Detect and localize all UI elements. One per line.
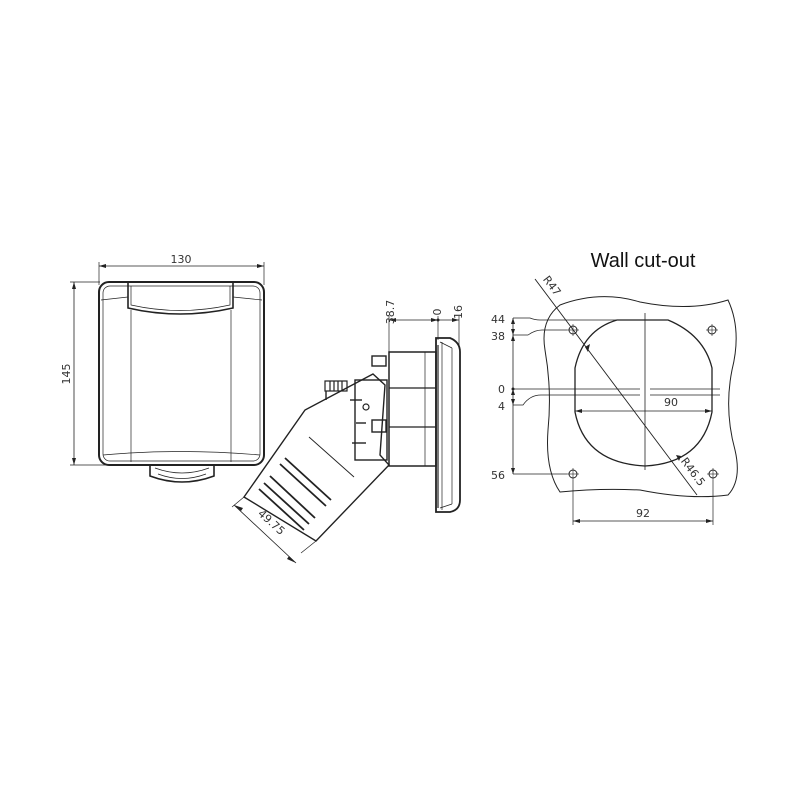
wall-cutout-title: Wall cut-out <box>591 250 696 272</box>
hole-spacing-label: 92 <box>636 507 650 520</box>
depth-label: 38.7 <box>384 300 397 325</box>
housing-block <box>350 351 437 467</box>
height-dimension: 145 <box>60 281 110 466</box>
y-label-44: 44 <box>491 313 505 326</box>
height-label: 145 <box>60 364 73 385</box>
y-label-0: 0 <box>498 383 505 396</box>
vertical-dimensions: 44 38 0 4 56 <box>491 313 617 482</box>
flange <box>435 337 461 513</box>
mounting-holes <box>567 324 719 480</box>
hole-spacing-dimension: 92 <box>572 480 714 525</box>
screw <box>324 380 348 400</box>
wall-cutout: Wall cut-out R47 R <box>491 250 738 525</box>
radius-outer-label: R47 <box>540 273 563 298</box>
socket-front-body <box>98 281 265 483</box>
zero-label: 0 <box>431 309 444 316</box>
width-dimension: 130 <box>98 253 265 285</box>
cutout-shape <box>574 319 713 467</box>
radius-inner-label: R46.5 <box>678 455 708 488</box>
front-view: 130 145 <box>60 253 265 483</box>
flange-label: 16 <box>452 305 465 319</box>
y-label-38: 38 <box>491 330 505 343</box>
y-label-56: 56 <box>491 469 505 482</box>
wall-outline <box>543 296 738 498</box>
depth-dimension: 38.7 0 16 <box>384 300 465 352</box>
side-view: 38.7 0 16 <box>231 300 465 564</box>
y-label-4: 4 <box>498 400 505 413</box>
angled-tube <box>242 373 390 542</box>
inner-width-label: 90 <box>664 396 678 409</box>
width-label: 130 <box>171 253 192 266</box>
inner-width-dimension: 90 <box>575 396 712 413</box>
